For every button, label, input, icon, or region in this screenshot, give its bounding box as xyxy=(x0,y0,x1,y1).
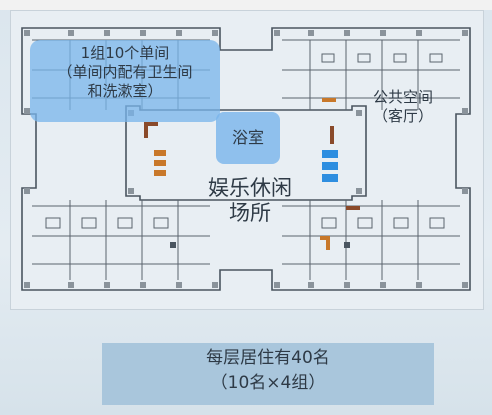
unit-group-line-3: 和洗漱室） xyxy=(87,81,163,100)
top-band xyxy=(0,0,492,10)
orange-furniture xyxy=(144,98,360,250)
unit-group-line-2: （单间内配有卫生间 xyxy=(57,62,193,81)
occupancy-line-1: 每层居住有40名 xyxy=(206,348,330,368)
rooms-bottom-right xyxy=(282,200,460,280)
public-space-callout: 公共空间 （客厅） xyxy=(350,88,456,132)
unit-group-line-1: 1组10个单间 xyxy=(80,44,170,62)
blue-stairs xyxy=(322,150,338,182)
small-fixtures xyxy=(170,242,350,248)
public-space-line-1: 公共空间 xyxy=(372,88,433,106)
unit-group-callout: 1组10个单间 （单间内配有卫生间 和洗漱室） xyxy=(30,40,220,122)
outer-wall xyxy=(21,27,471,291)
leisure-line-2: 场所 xyxy=(229,201,271,226)
bathroom-callout: 浴室 xyxy=(216,112,280,164)
rooms-top-right xyxy=(282,39,460,110)
leisure-line-1: 娱乐休闲 xyxy=(208,176,292,200)
rooms-bottom-left xyxy=(32,200,210,280)
public-space-line-2: （客厅） xyxy=(372,106,433,125)
occupancy-caption: 每层居住有40名 （10名×4组） xyxy=(102,343,434,405)
leisure-area-label: 娱乐休闲 场所 xyxy=(190,176,310,226)
occupancy-line-2: （10名×4组） xyxy=(210,372,326,393)
